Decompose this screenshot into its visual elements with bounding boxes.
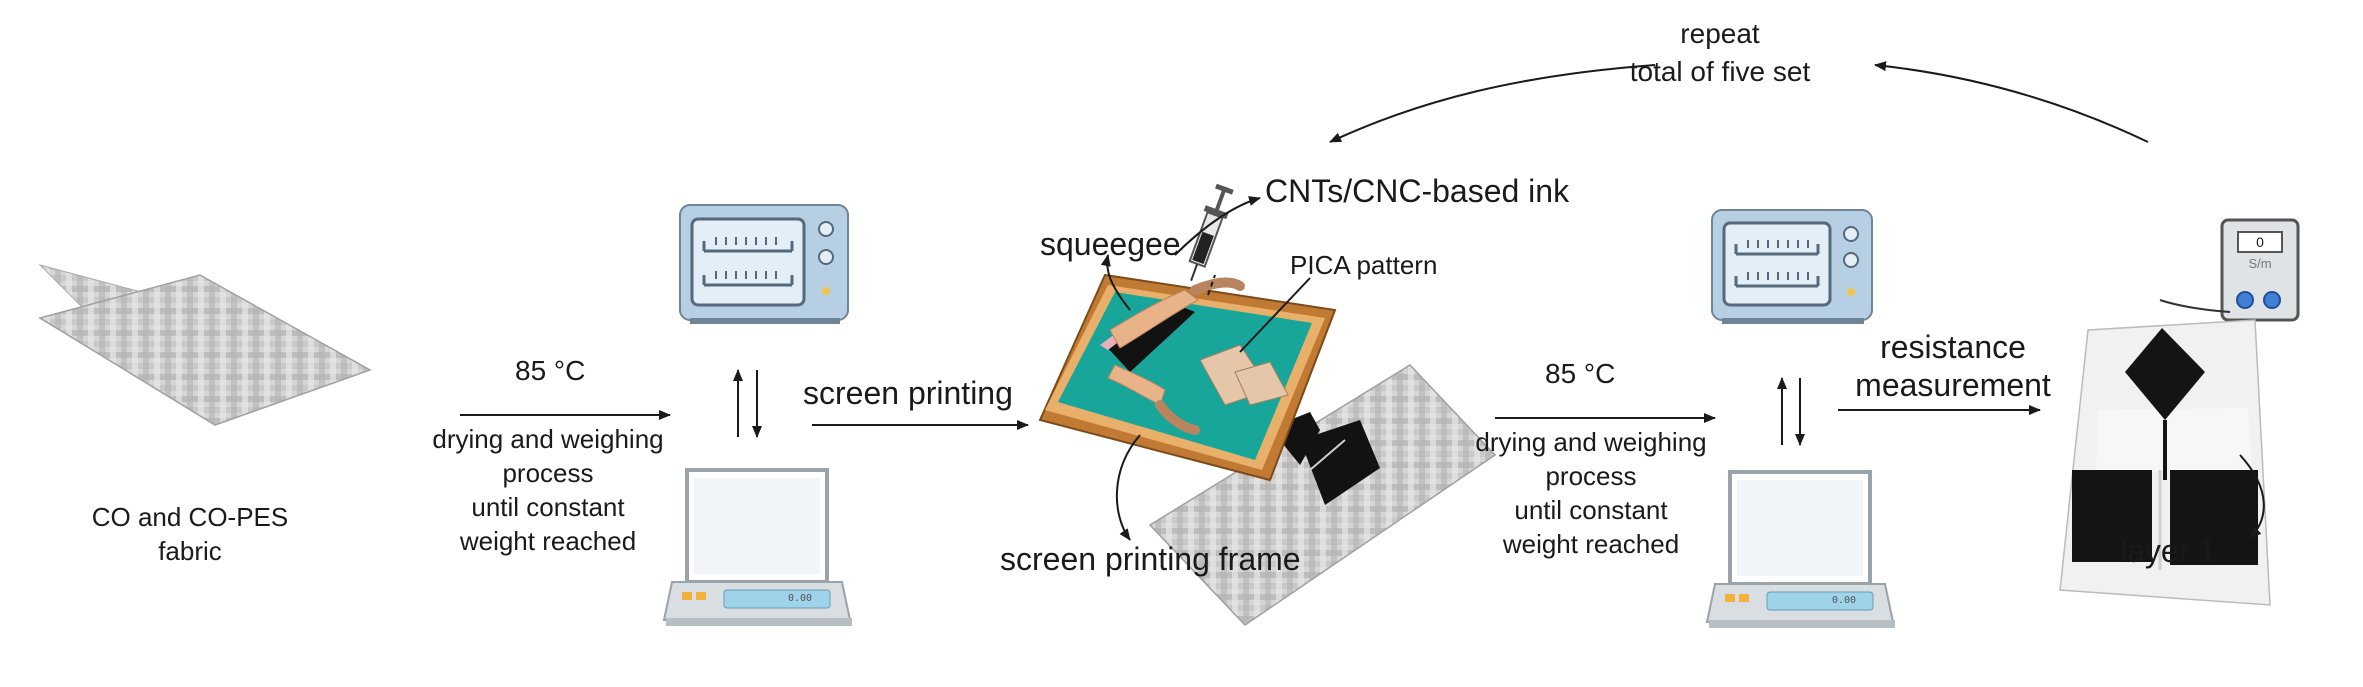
- scale-display-right: 0.00: [1832, 595, 1857, 606]
- drying-line: drying and weighing: [432, 424, 664, 454]
- fabric-line: CO and CO-PES: [91, 502, 289, 532]
- resistance-line: resistance: [1880, 329, 2026, 365]
- resistance-line: measurement: [1855, 367, 2051, 403]
- fabric-mesh-icon: [38, 264, 372, 426]
- repeat-arrow-right: [1874, 61, 2149, 143]
- repeat-line-1: repeat: [1680, 18, 1760, 49]
- oven-icon: [679, 204, 849, 324]
- drying-process-right: drying and weighing process until consta…: [1460, 425, 1722, 561]
- printed-fabric-icon: [2059, 319, 2271, 606]
- ink-pointer: [1174, 196, 1261, 256]
- repeat-label: repeat total of five set: [1600, 15, 1840, 91]
- drying-process-left: drying and weighing process until consta…: [418, 422, 678, 558]
- syringe-icon: [1188, 183, 1234, 282]
- frame-pointer: [1115, 434, 1141, 541]
- drying-line: weight reached: [459, 526, 637, 556]
- screen-printing-icon: [1038, 273, 1337, 482]
- layer-label: layer 1: [2120, 533, 2217, 569]
- repeat-line-2: total of five set: [1629, 56, 1811, 87]
- squeegee-label: squeegee: [1040, 226, 1181, 262]
- resistance-measurement-label: resistance measurement: [1838, 328, 2068, 404]
- oven-icon: [1711, 209, 1873, 324]
- ink-label: CNTs/CNC-based ink: [1265, 173, 1570, 209]
- drying-line: process: [502, 458, 594, 488]
- multimeter-icon: [2159, 218, 2300, 322]
- screen-printing-frame-label: screen printing frame: [1000, 541, 1301, 577]
- drying-line: process: [1545, 461, 1637, 491]
- fabric-label: CO and CO-PES fabric: [70, 500, 310, 568]
- repeat-arrow-left: [1329, 64, 1656, 143]
- meter-value: 0: [2256, 234, 2264, 250]
- scale-icon: [1705, 470, 1895, 628]
- pica-pointer: [1239, 277, 1311, 353]
- drying-line: until constant: [471, 492, 625, 522]
- drying-line: until constant: [1514, 495, 1668, 525]
- layer-arrow: [2239, 454, 2265, 539]
- fabric-line: fabric: [158, 536, 222, 566]
- squeegee-pointer: [1100, 254, 1131, 311]
- temperature-left: 85 °C: [515, 355, 586, 386]
- scale-icon: [662, 468, 852, 626]
- meter-unit: S/m: [2248, 256, 2272, 271]
- drying-line: drying and weighing: [1475, 427, 1707, 457]
- drying-line: weight reached: [1502, 529, 1680, 559]
- screen-printing-label: screen printing: [803, 375, 1013, 411]
- scale-display-left: 0.00: [788, 593, 813, 604]
- pica-pattern-label: PICA pattern: [1290, 250, 1438, 280]
- temperature-right: 85 °C: [1545, 358, 1616, 389]
